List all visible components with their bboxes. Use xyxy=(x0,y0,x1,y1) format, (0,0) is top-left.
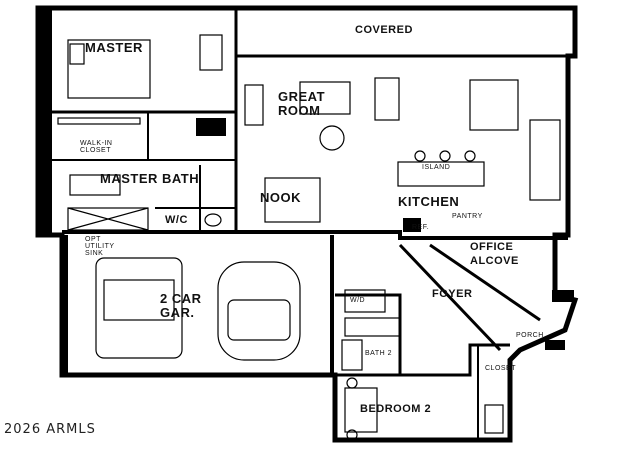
label-garage: 2 CAR GAR. xyxy=(160,291,202,320)
wall-stub xyxy=(62,235,68,375)
label-porch: PORCH xyxy=(516,332,544,339)
bedroom2-bed xyxy=(344,387,378,433)
wall-wc xyxy=(155,165,236,232)
sofa xyxy=(374,77,400,121)
wall-bedroom2 xyxy=(335,343,510,377)
car-left xyxy=(95,257,183,359)
label-great-room: GREAT ROOM xyxy=(278,89,326,118)
exterior-wall xyxy=(35,5,579,443)
closet-shelf xyxy=(57,117,141,125)
porch-post xyxy=(545,340,565,350)
dining-table xyxy=(469,79,519,131)
car-right xyxy=(217,261,301,361)
label-opt-utility-sink: OPT UTILITY SINK xyxy=(85,236,115,257)
label-pantry: PANTRY xyxy=(452,213,483,220)
label-ref: REF. xyxy=(412,224,430,231)
nook-table xyxy=(264,177,321,223)
label-wc: W/C xyxy=(165,214,188,226)
label-covered: COVERED xyxy=(355,24,413,36)
lounge-chair xyxy=(319,125,345,151)
label-nook: NOOK xyxy=(260,190,301,205)
label-wd: W/D xyxy=(350,297,366,304)
wall-stub xyxy=(38,8,52,233)
wall-foyer-diag xyxy=(398,243,541,352)
coffee-table xyxy=(299,81,351,115)
wall-bath2 xyxy=(335,293,470,377)
master-bed xyxy=(67,39,151,99)
label-closet: CLOSET xyxy=(485,365,517,372)
column xyxy=(196,118,226,136)
copyright-watermark: 2026 ARMLS xyxy=(4,422,96,437)
washer-dryer xyxy=(344,289,386,313)
toilet xyxy=(204,213,222,227)
tv-console xyxy=(244,84,264,126)
stool xyxy=(414,150,426,162)
car-right-roof xyxy=(227,299,291,341)
bath2-tub xyxy=(344,317,401,337)
label-master: MASTER xyxy=(85,40,143,55)
label-foyer: FOYER xyxy=(432,288,473,300)
wall-kitchen-bottom xyxy=(338,230,568,240)
label-walk-in-closet: WALK-IN CLOSET xyxy=(80,140,113,154)
pantry-block xyxy=(403,218,421,232)
vanity xyxy=(69,174,121,196)
label-island: ISLAND xyxy=(422,164,451,171)
stool xyxy=(439,150,451,162)
bedroom2-desk xyxy=(484,404,504,434)
stool xyxy=(464,150,476,162)
label-bath2: BATH 2 xyxy=(365,350,392,357)
bath2-vanity xyxy=(341,339,363,371)
kitchen-island xyxy=(397,161,485,187)
master-bed-pillow xyxy=(69,43,85,65)
master-nightstand xyxy=(199,34,223,71)
label-office-alcove: OFFICE ALCOVE xyxy=(470,241,519,267)
counter xyxy=(529,119,561,201)
label-master-bath: MASTER BATH xyxy=(100,171,200,186)
tub-x xyxy=(67,207,149,231)
car-left-roof xyxy=(103,279,175,321)
label-bedroom2: BEDROOM 2 xyxy=(360,403,432,415)
nightstand xyxy=(346,429,358,441)
entry-pillar xyxy=(552,290,574,302)
nightstand xyxy=(346,377,358,389)
tub xyxy=(67,207,149,231)
label-kitchen: KITCHEN xyxy=(398,194,460,209)
